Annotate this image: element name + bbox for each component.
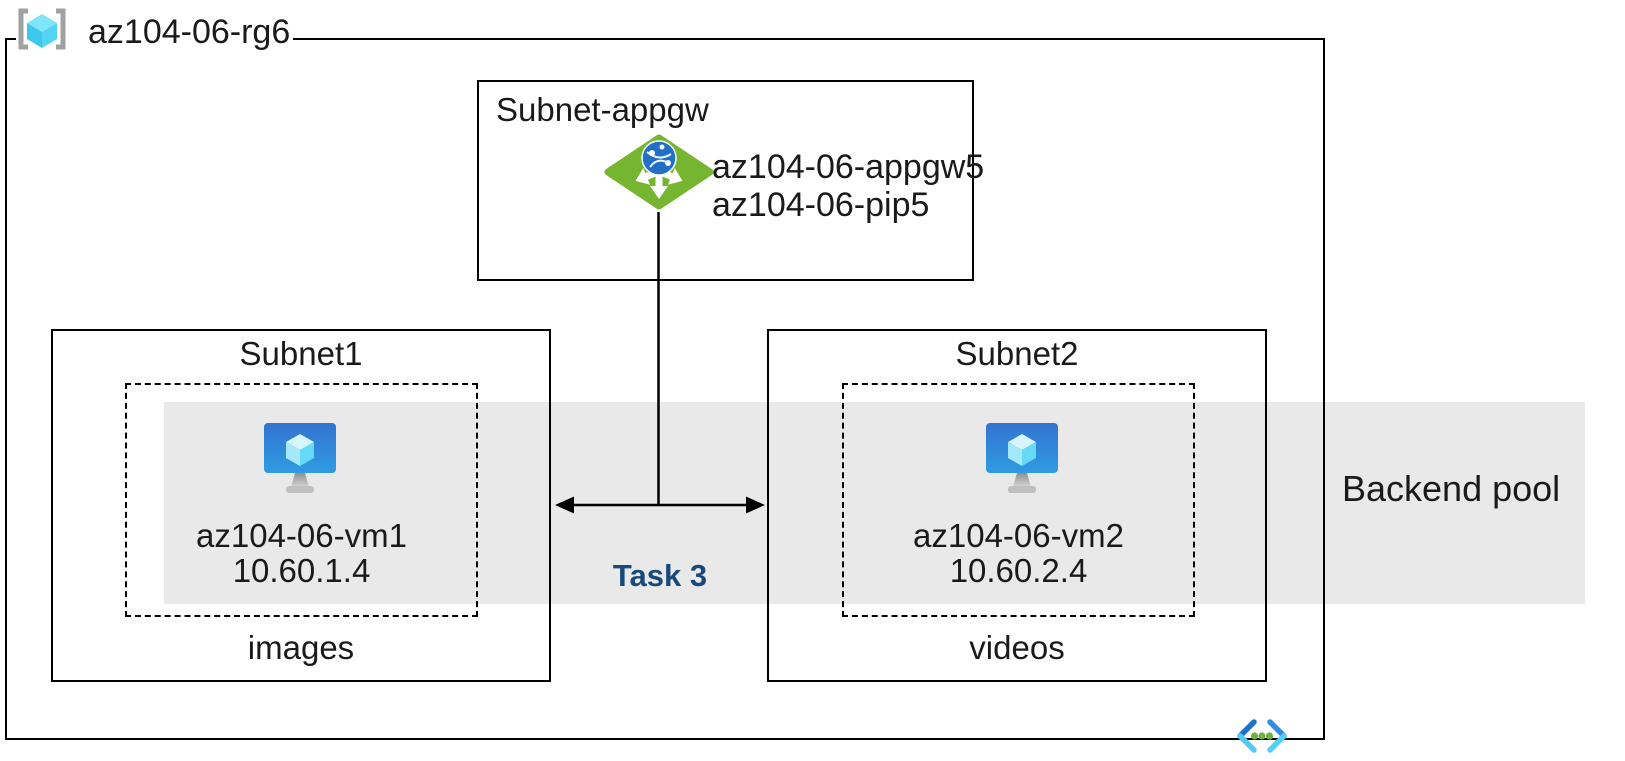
task-label: Task 3 [612,558,708,593]
backend-pool-band [164,402,1585,604]
vm2-ip: 10.60.2.4 [949,552,1088,589]
application-gateway-icon [604,134,714,210]
appgw-name: az104-06-appgw5 [712,148,985,186]
appgw-subnet-label: Subnet-appgw [496,91,709,128]
subnet2-vm-group-box [842,383,1195,617]
subnet2-label: Subnet2 [955,335,1079,372]
vm1-text: az104-06-vm1 10.60.1.4 [125,518,478,588]
appgw-resource-names: az104-06-appgw5 az104-06-pip5 [712,148,984,224]
vm2-text: az104-06-vm2 10.60.2.4 [842,518,1195,588]
virtual-network-icon [1237,719,1287,753]
resource-group-title: az104-06-rg6 [88,13,291,51]
subnet1-vm-group-box [125,383,478,617]
virtual-machine-icon [264,423,336,493]
appgw-subnet-box [477,80,974,281]
subnet1-label: Subnet1 [239,335,363,372]
virtual-machine-icon [986,423,1058,493]
subnet2-box [767,329,1267,682]
subnet2-caption: videos [969,629,1065,666]
subnet1-caption: images [247,629,355,666]
resource-group-box [5,38,1325,740]
subnet1-box [51,329,551,682]
backend-pool-label: Backend pool [1342,468,1561,509]
resource-group-border-gap [16,36,293,43]
resource-group-icon [18,8,66,50]
pip-name: az104-06-pip5 [712,186,930,224]
vm2-name: az104-06-vm2 [913,517,1124,554]
vm1-name: az104-06-vm1 [196,517,407,554]
vm1-ip: 10.60.1.4 [232,552,371,589]
